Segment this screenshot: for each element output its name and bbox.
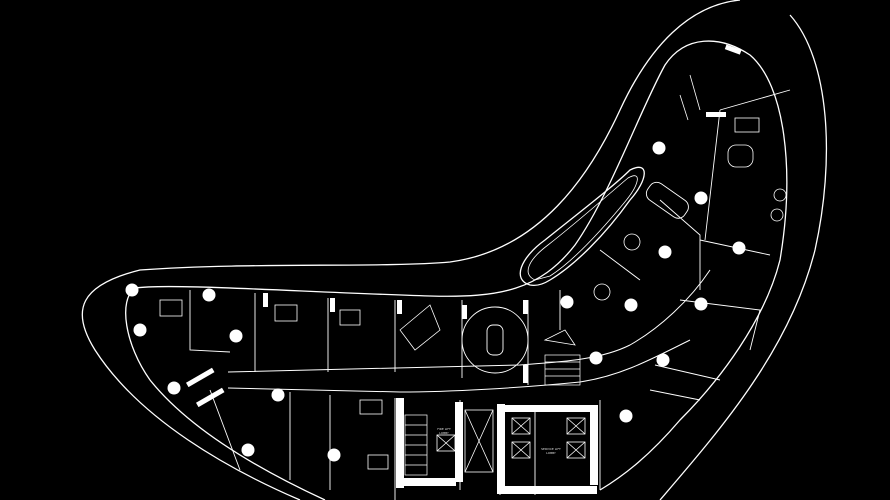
location-marker <box>619 409 633 423</box>
service-lift-lobby-label: SERVICE LIFT LOBBY <box>541 447 561 455</box>
location-marker <box>589 351 603 365</box>
location-marker <box>241 443 255 457</box>
location-marker <box>125 283 139 297</box>
corridor <box>227 269 711 393</box>
location-marker <box>624 298 638 312</box>
location-marker <box>271 388 285 402</box>
location-marker <box>732 241 746 255</box>
location-marker <box>658 245 672 259</box>
location-marker <box>656 353 670 367</box>
fire-lift-lobby-label: FIRE LIFT LOBBY <box>437 427 451 435</box>
outer-terrace-outline <box>81 0 828 500</box>
location-marker <box>560 295 574 309</box>
location-marker <box>327 448 341 462</box>
location-marker <box>229 329 243 343</box>
location-marker <box>694 191 708 205</box>
location-marker <box>133 323 147 337</box>
location-marker <box>167 381 181 395</box>
furniture <box>159 74 787 470</box>
location-marker <box>694 297 708 311</box>
lift-shafts <box>436 409 586 473</box>
staircase <box>404 354 581 476</box>
courtyard-island-inner <box>527 175 638 281</box>
location-marker <box>202 288 216 302</box>
core-walls <box>186 44 742 494</box>
location-markers <box>125 141 746 462</box>
conference-table <box>645 181 689 219</box>
car-icon <box>486 324 504 356</box>
courtyard-island <box>519 166 645 286</box>
location-marker <box>652 141 666 155</box>
car-turntable <box>461 306 529 374</box>
